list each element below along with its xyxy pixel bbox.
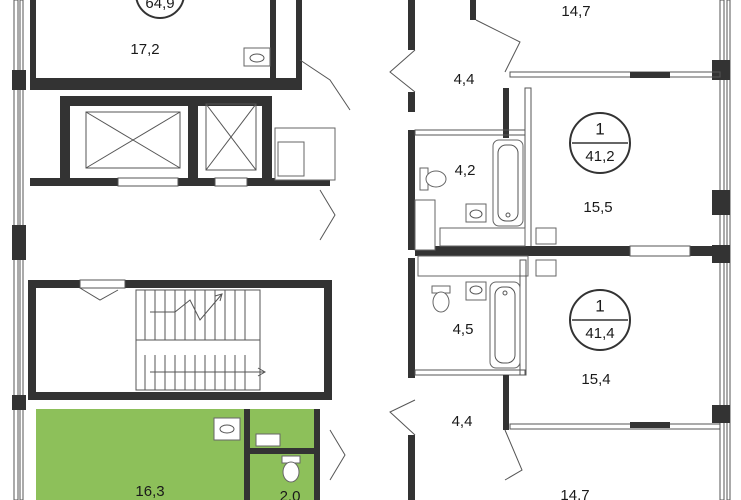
elevator-icon	[85, 111, 181, 169]
room-area: 15,5	[583, 199, 612, 216]
apartment-total-area: 41,2	[585, 148, 614, 165]
walls-top-right	[414, 0, 721, 249]
walls-center-row	[414, 199, 720, 277]
stair-arrow-icon	[150, 293, 267, 377]
room-area: 15,4	[581, 371, 610, 388]
bathtub-icon	[492, 139, 524, 227]
room-area: 4,4	[452, 413, 473, 430]
apartment-badge-lower-right: 1 41,4	[569, 289, 631, 351]
sink-icon	[465, 281, 487, 301]
room-area: 14,7	[560, 487, 589, 500]
sink-icon	[213, 417, 241, 441]
room-area: 4,4	[454, 71, 475, 88]
room-area: 2,0	[280, 488, 301, 500]
apartment-badge-top-left: 64,9	[135, 0, 185, 19]
apartment-room-count: 1	[595, 296, 604, 315]
sink-icon	[465, 203, 487, 223]
elevator-block	[30, 96, 330, 187]
left-facade	[12, 0, 26, 500]
apartment-total-area: 41,4	[585, 325, 614, 342]
apartment-badge-mid-right: 1 41,2	[569, 112, 631, 174]
apartment-room-count: 1	[595, 119, 604, 138]
apartment-total-area: 64,9	[145, 0, 174, 12]
sink-icon	[243, 47, 271, 67]
highlighted-bath[interactable]	[248, 409, 314, 500]
highlighted-apartment-walls	[244, 409, 320, 500]
stair-treads	[135, 289, 261, 391]
room-area: 17,2	[130, 41, 159, 58]
room-area: 4,5	[453, 321, 474, 338]
room-area: 16,3	[135, 483, 164, 500]
elevator-icon	[205, 103, 257, 171]
toilet-icon	[281, 455, 301, 483]
highlighted-apartment[interactable]	[36, 409, 244, 500]
room-area: 4,2	[455, 162, 476, 179]
door-swing-icon	[79, 19, 523, 481]
room-area: 14,7	[561, 3, 590, 20]
walls-lower-right	[414, 259, 721, 430]
stairwell	[28, 279, 332, 400]
bathtub-icon	[489, 281, 521, 369]
service-room	[277, 141, 305, 177]
toilet-icon	[419, 167, 447, 191]
walls-top-left	[30, 0, 302, 90]
sink-icon	[535, 227, 557, 277]
corridor-walls	[408, 0, 415, 500]
toilet-icon	[431, 285, 451, 313]
